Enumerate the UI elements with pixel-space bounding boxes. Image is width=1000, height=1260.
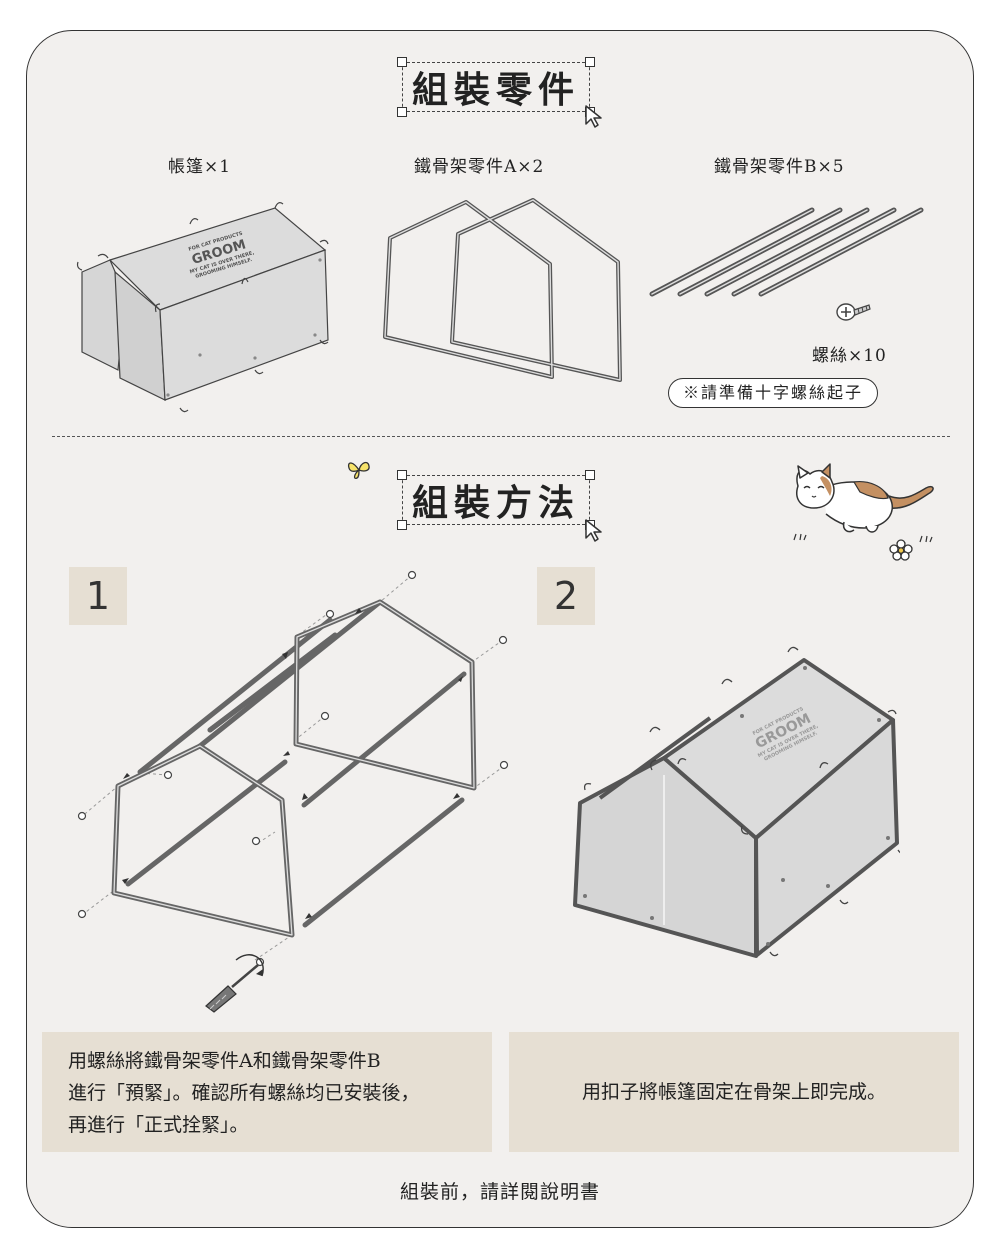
screw-label: 螺絲×10 (812, 346, 887, 366)
step-2-text: 用扣子將帳篷固定在骨架上即完成。 (581, 1081, 886, 1103)
step-1-illustration (77, 570, 509, 1013)
tool-note: ※請準備十字螺絲起子 (668, 378, 879, 408)
frame-b-label: 鐵骨架零件B×5 (714, 157, 845, 177)
step-2-illustration: FOR CAT PRODUCTS GROOM MY CAT IS OVER TH… (573, 646, 900, 958)
method-section-title: 組裝方法 (397, 470, 595, 530)
tent-label: 帳篷×1 (168, 157, 232, 177)
tent-illustration: FOR CAT PRODUCTS GROOM MY CAT IS OVER TH… (76, 202, 329, 413)
cursor-icon (585, 519, 602, 542)
frame-a-label: 鐵骨架零件A×2 (414, 157, 545, 177)
frame-a-illustration (383, 198, 622, 382)
step-1-number: 1 (69, 567, 127, 625)
rotate-arrow-icon (235, 954, 264, 977)
step-2-instructions: 用扣子將帳篷固定在骨架上即完成。 (509, 1032, 959, 1152)
screw-icon (836, 303, 871, 321)
step-1-line-3: 再進行「正式拴緊」。 (68, 1114, 249, 1136)
frame-b-illustration (649, 207, 924, 297)
step-1-instructions: 用螺絲將鐵骨架零件A和鐵骨架零件B 進行「預緊」。確認所有螺絲均已安裝後， 再進… (42, 1032, 492, 1152)
parts-section-title: 組裝零件 (397, 57, 595, 117)
butterfly-icon (347, 461, 370, 480)
parts-section-title-text: 組裝零件 (411, 70, 580, 111)
section-divider (52, 436, 950, 437)
screwdriver-icon (205, 954, 264, 1013)
step-2-number: 2 (537, 567, 595, 625)
step-1-line-2: 進行「預緊」。確認所有螺絲均已安裝後， (68, 1082, 420, 1104)
cat-icon (793, 463, 934, 543)
page-card (26, 30, 974, 1228)
cursor-icon (585, 105, 602, 128)
footer-note: 組裝前，請詳閱說明書 (399, 1181, 600, 1203)
method-section-title-text: 組裝方法 (411, 483, 580, 524)
flower-icon (889, 539, 913, 561)
step-1-line-1: 用螺絲將鐵骨架零件A和鐵骨架零件B (68, 1050, 381, 1072)
